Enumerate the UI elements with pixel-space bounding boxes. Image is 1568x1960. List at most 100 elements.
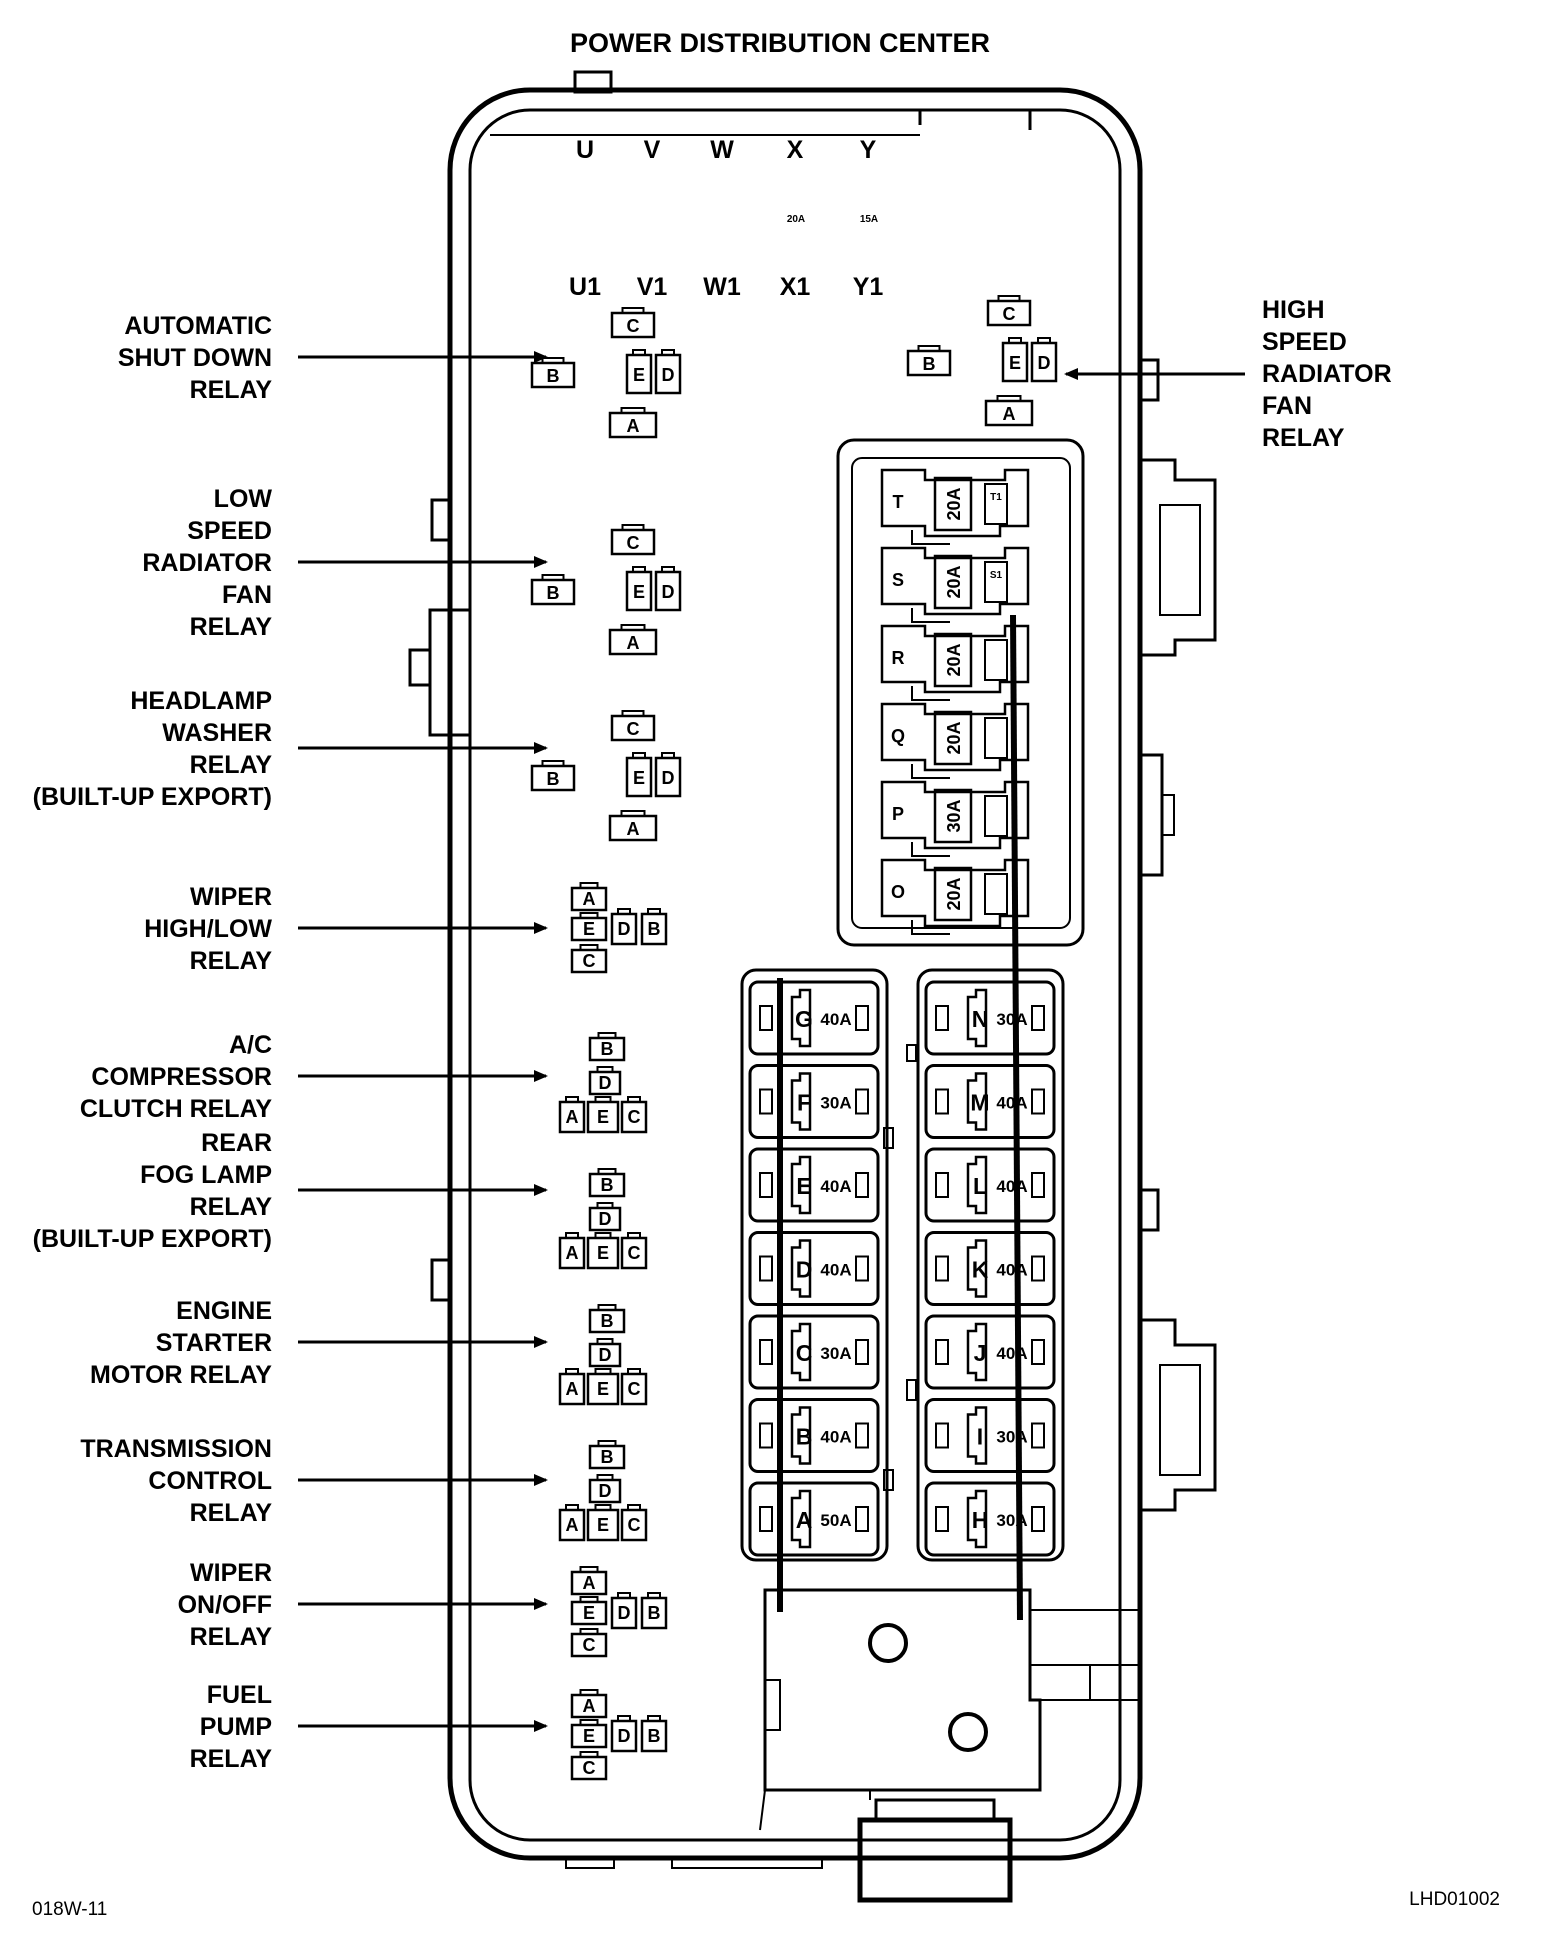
terminal-label: B bbox=[547, 583, 560, 603]
terminal-label: D bbox=[662, 768, 675, 788]
terminal-label: D bbox=[599, 1209, 612, 1229]
relay-label-line: RELAY bbox=[1262, 424, 1345, 452]
terminal-label: E bbox=[597, 1243, 609, 1263]
maxi-fuse-g: G 40A bbox=[748, 980, 880, 1056]
fuse-cavity-letter: F bbox=[797, 1090, 811, 1116]
terminal-label: E bbox=[597, 1515, 609, 1535]
terminal-label: C bbox=[627, 533, 640, 553]
fuse-rating: 30A bbox=[996, 1010, 1027, 1029]
relay-label-line: SPEED bbox=[187, 517, 272, 545]
relay-label-line: (BUILT-UP EXPORT) bbox=[33, 1225, 272, 1253]
relay-label-line: RADIATOR bbox=[142, 549, 272, 577]
rating-y: 15A bbox=[860, 214, 878, 225]
terminal-label: C bbox=[628, 1243, 641, 1263]
relay-label-line: TRANSMISSION bbox=[80, 1435, 272, 1463]
relay-label-line: STARTER bbox=[156, 1329, 272, 1357]
fuse-rating: 30A bbox=[996, 1511, 1027, 1530]
relay-label-line: SPEED bbox=[1262, 328, 1347, 356]
terminal-label: B bbox=[547, 769, 560, 789]
fuse-cavity-letter: J bbox=[974, 1340, 987, 1366]
terminal-label: D bbox=[599, 1073, 612, 1093]
relay-label-line: RELAY bbox=[190, 1499, 273, 1527]
terminal-label: C bbox=[1003, 304, 1016, 324]
terminal-label: B bbox=[923, 354, 936, 374]
terminal-label: B bbox=[547, 366, 560, 386]
relay-label-line: RELAY bbox=[190, 613, 273, 641]
terminal-label: B bbox=[601, 1039, 614, 1059]
bottom-cover-plate bbox=[759, 1588, 1140, 1831]
column-label-w: W bbox=[710, 136, 734, 164]
relay-label-line: AUTOMATIC bbox=[124, 312, 272, 340]
terminal-label: B bbox=[648, 1726, 661, 1746]
terminal-label: D bbox=[618, 1726, 631, 1746]
fuse-tag: T1 bbox=[990, 492, 1002, 503]
maxi-fuse-n: N 30A bbox=[924, 980, 1056, 1056]
fuse-rating: 20A bbox=[944, 487, 964, 520]
terminal-label: C bbox=[583, 1758, 596, 1778]
relay-label-line: RADIATOR bbox=[1262, 360, 1392, 388]
column-label-y1: Y1 bbox=[853, 273, 884, 301]
mounting-hole-upper bbox=[868, 1623, 908, 1663]
terminal-label: C bbox=[628, 1107, 641, 1127]
fuse-rating: 40A bbox=[820, 1428, 851, 1447]
pdc-housing bbox=[408, 70, 1217, 1903]
fuse-rating: 30A bbox=[944, 799, 964, 832]
fuse-rating: 50A bbox=[820, 1511, 851, 1530]
relay-label-line: MOTOR RELAY bbox=[90, 1361, 272, 1389]
maxi-fuse-c: C 30A bbox=[748, 1314, 880, 1390]
fuse-cavity-letter: G bbox=[795, 1006, 813, 1032]
terminal-label: E bbox=[583, 1726, 595, 1746]
terminal-label: A bbox=[627, 819, 640, 839]
relay-label-line: LOW bbox=[214, 485, 273, 513]
terminal-label: C bbox=[628, 1379, 641, 1399]
terminal-label: A bbox=[583, 1696, 596, 1716]
diagram-title: POWER DISTRIBUTION CENTER bbox=[570, 28, 990, 58]
relay-label-line: COMPRESSOR bbox=[91, 1063, 272, 1091]
relay-label-line: FUEL bbox=[207, 1681, 272, 1709]
terminal-label: D bbox=[662, 365, 675, 385]
relay-label-line: WIPER bbox=[190, 883, 272, 911]
fuse-rating: 30A bbox=[820, 1344, 851, 1363]
terminal-label: C bbox=[628, 1515, 641, 1535]
relay-label-line: WASHER bbox=[162, 719, 272, 747]
fuse-rating: 40A bbox=[820, 1010, 851, 1029]
relay-label-line: PUMP bbox=[200, 1713, 272, 1741]
fuse-cavity-letter: P bbox=[892, 804, 904, 824]
relay-label-line: FAN bbox=[1262, 392, 1312, 420]
fuse-rating: 20A bbox=[944, 877, 964, 910]
terminal-label: C bbox=[627, 719, 640, 739]
fuse-rating: 40A bbox=[996, 1261, 1027, 1280]
fuse-cavity-letter: Q bbox=[891, 726, 905, 746]
relay-label-line: CONTROL bbox=[148, 1467, 272, 1495]
fuse-cavity-letter: C bbox=[796, 1340, 813, 1366]
column-label-v: V bbox=[644, 136, 661, 164]
fuse-cavity-letter: N bbox=[972, 1006, 989, 1032]
relay-label-line: (BUILT-UP EXPORT) bbox=[33, 783, 272, 811]
fuse-rating: 20A bbox=[944, 643, 964, 676]
terminal-label: A bbox=[627, 633, 640, 653]
terminal-label: B bbox=[601, 1311, 614, 1331]
terminal-label: A bbox=[583, 889, 596, 909]
terminal-label: E bbox=[633, 768, 645, 788]
terminal-label: A bbox=[583, 1573, 596, 1593]
column-label-y: Y bbox=[860, 136, 877, 164]
